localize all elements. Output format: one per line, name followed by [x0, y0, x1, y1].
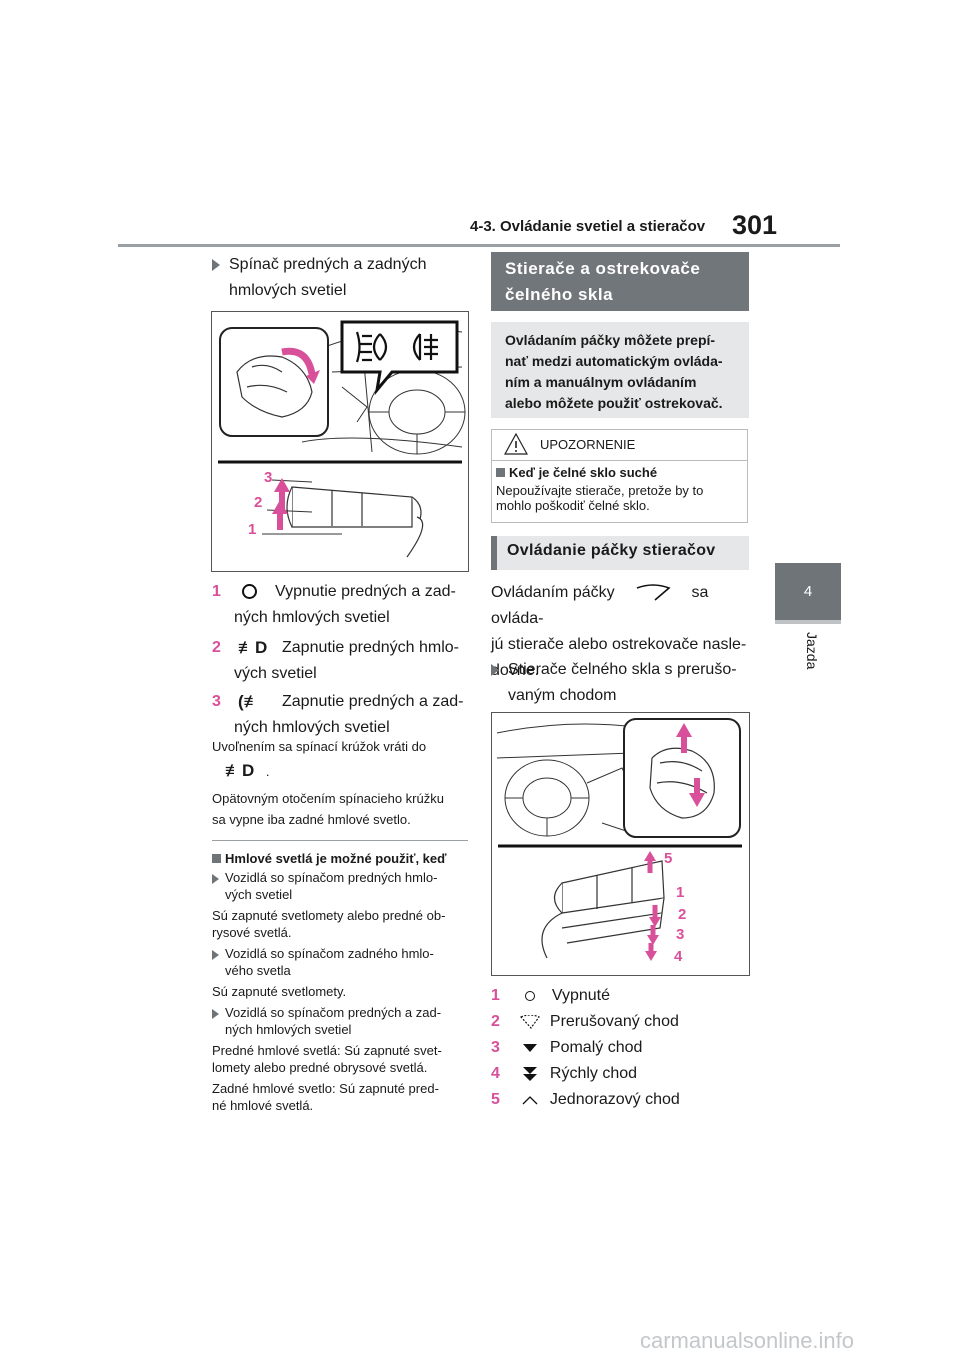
- release-note-icon-line: ≢D .: [225, 761, 270, 780]
- wiper-mode-3: 3 Pomalý chod: [491, 1039, 643, 1056]
- wiper-icon: [636, 583, 671, 601]
- fog-usage-list: Vozidlá so spínačom predných hmlo- vých …: [212, 870, 446, 1113]
- divider: [212, 840, 468, 841]
- ring-off-icon: [242, 584, 257, 600]
- wiper-section-title: Stierače a ostrekovače čelného skla: [491, 252, 749, 311]
- caution-box: UPOZORNENIE Keď je čelné sklo suché Nepo…: [491, 429, 748, 523]
- bullet-triangle-icon: [212, 873, 219, 884]
- wiper-lever-illustration: 5 1 2 3 4: [496, 718, 742, 965]
- figure-label-5: 5: [664, 850, 672, 867]
- wiper-mode-4: 4 Rýchly chod: [491, 1065, 638, 1082]
- figure-label-4: 4: [674, 948, 683, 965]
- fog-switch-heading: Spínač predných a zadných hmlových sveti…: [212, 252, 426, 304]
- wiper-mode-2: 2 Prerušovaný chod: [491, 1013, 679, 1030]
- turn-note: Opätovným otočením spínacieho krúžku sa …: [212, 791, 444, 827]
- front-fog-icon: [355, 331, 388, 363]
- intermittent-icon: [520, 1014, 541, 1029]
- intermittent-heading: Stierače čelného skla s prerušo- vaným c…: [491, 657, 751, 709]
- front-fog-icon: ≢D: [225, 761, 255, 780]
- watermark: carmanualsonline.info: [640, 1328, 855, 1353]
- off-icon: [525, 990, 536, 1001]
- fog-item-3: 3(≢Zapnutie predných a zad- ných hmlovýc…: [212, 689, 472, 741]
- chapter-label: Jazda: [804, 632, 820, 670]
- high-icon: [523, 1066, 538, 1081]
- figure-label-2: 2: [254, 494, 262, 511]
- wiper-intro: Ovládaním páčky môžete prepí- nať medzi …: [491, 322, 749, 418]
- figure-label-1: 1: [676, 884, 684, 901]
- bullet-triangle-icon: [212, 949, 219, 960]
- square-bullet-icon: [496, 468, 505, 477]
- figure-label-1: 1: [248, 521, 256, 538]
- header-rule: [118, 244, 840, 247]
- bullet-triangle-icon: [491, 663, 499, 676]
- wiper-lever-title: Ovládanie páčky stieračov: [491, 536, 749, 570]
- figure-label-3: 3: [676, 926, 684, 943]
- low-icon: [523, 1043, 538, 1052]
- chapter-tab: 4: [775, 563, 841, 620]
- mist-icon: [522, 1095, 538, 1105]
- warning-icon: [504, 433, 528, 455]
- release-note: Uvoľnením sa spínací krúžok vráti do: [212, 739, 427, 754]
- wiper-lever-figure: 5 1 2 3 4: [491, 712, 750, 976]
- caution-heading: Keď je čelné sklo suché: [496, 465, 743, 480]
- fog-usage-heading: Hmlové svetlá je možné použiť, keď: [212, 850, 472, 867]
- figure-label-3: 3: [264, 469, 272, 486]
- square-bullet-icon: [212, 854, 221, 863]
- section-title: 4-3. Ovládanie svetiel a stieračov: [470, 218, 706, 235]
- rear-fog-icon: (≢: [238, 692, 261, 711]
- wiper-lever-text: Ovládaním páčky sa ovláda- jú stierače a…: [491, 583, 747, 679]
- bullet-triangle-icon: [212, 1008, 219, 1019]
- chapter-tab-divider: [775, 620, 841, 624]
- bullet-triangle-icon: [212, 258, 220, 271]
- caution-title: UPOZORNENIE: [540, 437, 636, 452]
- fog-switch-illustration: 3 2 1: [218, 320, 466, 558]
- wiper-mode-5: 5 Jednorazový chod: [491, 1091, 680, 1108]
- fog-switch-figure: 3 2 1: [211, 311, 469, 572]
- figure-label-2: 2: [678, 906, 686, 923]
- wiper-mode-1: 1 Vypnuté: [491, 987, 611, 1004]
- front-fog-icon: ≢D: [238, 638, 268, 657]
- wiper-modes-list: 1 Vypnuté 2 Prerušovaný chod 3 Pomalý ch…: [491, 983, 751, 1113]
- page-number: 301: [732, 210, 778, 240]
- rear-fog-icon: [412, 333, 438, 361]
